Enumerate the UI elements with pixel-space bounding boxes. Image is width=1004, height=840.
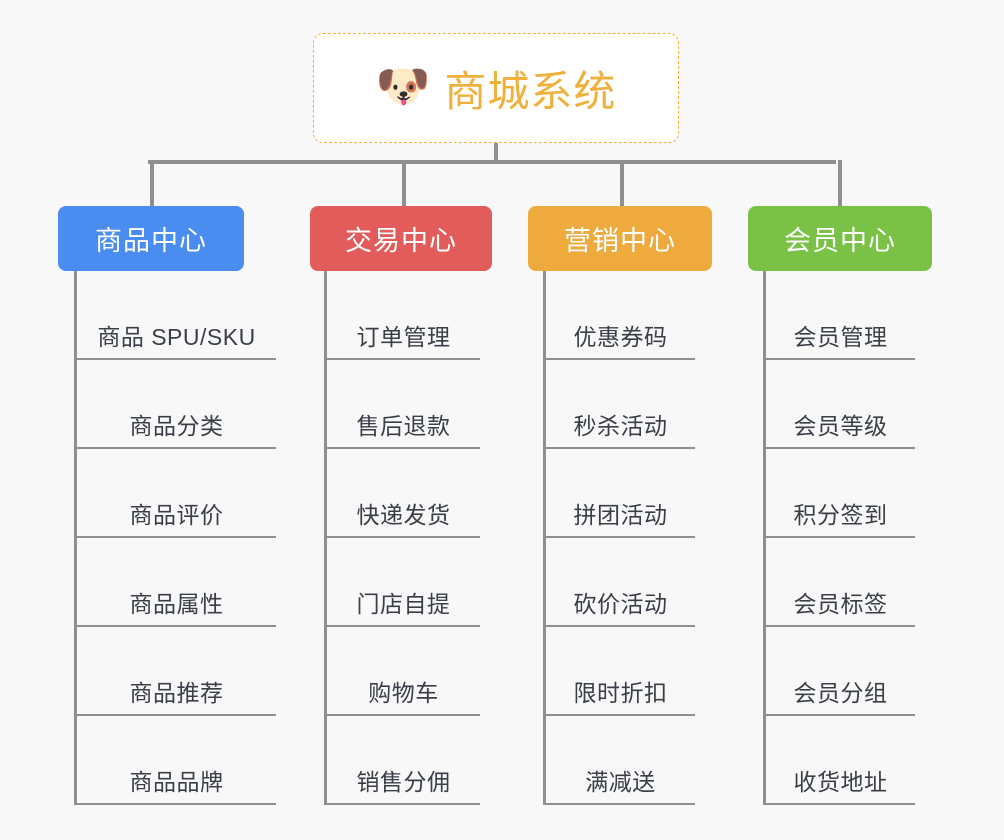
child-item-label: 购物车 — [368, 680, 439, 706]
child-item-label: 售后退款 — [356, 413, 451, 439]
child-item-label: 会员分组 — [793, 680, 888, 706]
child-item-label: 快递发货 — [356, 502, 451, 528]
child-item[interactable]: 秒杀活动 — [546, 360, 695, 449]
child-item-label: 商品评价 — [129, 502, 224, 528]
child-item[interactable]: 砍价活动 — [546, 538, 695, 627]
connector-branch-2 — [402, 160, 406, 206]
category-box-3[interactable]: 营销中心 — [528, 206, 712, 271]
connector-branch-1 — [150, 160, 154, 206]
child-item[interactable]: 售后退款 — [327, 360, 480, 449]
category-label: 商品中心 — [95, 226, 207, 256]
child-item-label: 拼团活动 — [573, 502, 668, 528]
child-item-label: 限时折扣 — [573, 680, 668, 706]
root-node-label: 商城系统 — [444, 67, 617, 115]
root-node-shopping-mall-system[interactable]: 🐶 商城系统 — [313, 33, 679, 143]
child-item[interactable]: 商品品牌 — [77, 716, 276, 805]
child-item[interactable]: 会员标签 — [766, 538, 915, 627]
child-item-label: 商品推荐 — [129, 680, 224, 706]
child-item[interactable]: 商品评价 — [77, 449, 276, 538]
child-item-label: 订单管理 — [356, 324, 451, 350]
child-item[interactable]: 商品属性 — [77, 538, 276, 627]
child-item-label: 商品分类 — [129, 413, 224, 439]
category-label: 交易中心 — [345, 226, 457, 256]
child-item-label: 会员管理 — [793, 324, 888, 350]
child-item[interactable]: 商品分类 — [77, 360, 276, 449]
child-item[interactable]: 积分签到 — [766, 449, 915, 538]
category-label: 会员中心 — [784, 226, 896, 256]
child-item[interactable]: 门店自提 — [327, 538, 480, 627]
child-item-label: 商品属性 — [129, 591, 224, 617]
child-item-label: 会员标签 — [793, 591, 888, 617]
connector-horizontal-bus — [148, 160, 836, 164]
child-item[interactable]: 购物车 — [327, 627, 480, 716]
child-item-label: 门店自提 — [356, 591, 451, 617]
child-item[interactable]: 快递发货 — [327, 449, 480, 538]
child-item[interactable]: 商品推荐 — [77, 627, 276, 716]
child-item[interactable]: 会员等级 — [766, 360, 915, 449]
child-item-label: 商品品牌 — [129, 769, 224, 795]
child-item[interactable]: 会员管理 — [766, 271, 915, 360]
child-item[interactable]: 满减送 — [546, 716, 695, 805]
category-label: 营销中心 — [564, 226, 676, 256]
child-item[interactable]: 收货地址 — [766, 716, 915, 805]
child-item[interactable]: 会员分组 — [766, 627, 915, 716]
child-item-label: 商品 SPU/SKU — [97, 324, 256, 350]
child-item[interactable]: 限时折扣 — [546, 627, 695, 716]
child-column-3: 优惠券码秒杀活动拼团活动砍价活动限时折扣满减送 — [543, 271, 695, 805]
child-item-label: 收货地址 — [793, 769, 888, 795]
dog-face-icon: 🐶 — [375, 62, 431, 111]
child-item-label: 砍价活动 — [573, 591, 668, 617]
child-column-1: 商品 SPU/SKU 商品分类商品评价商品属性商品推荐商品品牌 — [74, 271, 276, 805]
connector-branch-4 — [838, 160, 842, 206]
child-item-label: 积分签到 — [793, 502, 888, 528]
child-item[interactable]: 优惠券码 — [546, 271, 695, 360]
child-item[interactable]: 商品 SPU/SKU — [77, 271, 276, 360]
child-item[interactable]: 订单管理 — [327, 271, 480, 360]
child-item[interactable]: 销售分佣 — [327, 716, 480, 805]
connector-branch-3 — [620, 160, 624, 206]
child-item[interactable]: 拼团活动 — [546, 449, 695, 538]
connector-root-stem — [494, 143, 498, 163]
child-item-label: 会员等级 — [793, 413, 888, 439]
child-item-label: 秒杀活动 — [573, 413, 668, 439]
child-item-label: 满减送 — [585, 769, 656, 795]
child-item-label: 销售分佣 — [356, 769, 451, 795]
child-column-2: 订单管理售后退款快递发货门店自提购物车销售分佣 — [324, 271, 480, 805]
child-item-label: 优惠券码 — [573, 324, 668, 350]
child-column-4: 会员管理会员等级积分签到会员标签会员分组收货地址 — [763, 271, 915, 805]
category-box-1[interactable]: 商品中心 — [58, 206, 244, 271]
category-box-2[interactable]: 交易中心 — [310, 206, 492, 271]
category-box-4[interactable]: 会员中心 — [748, 206, 932, 271]
